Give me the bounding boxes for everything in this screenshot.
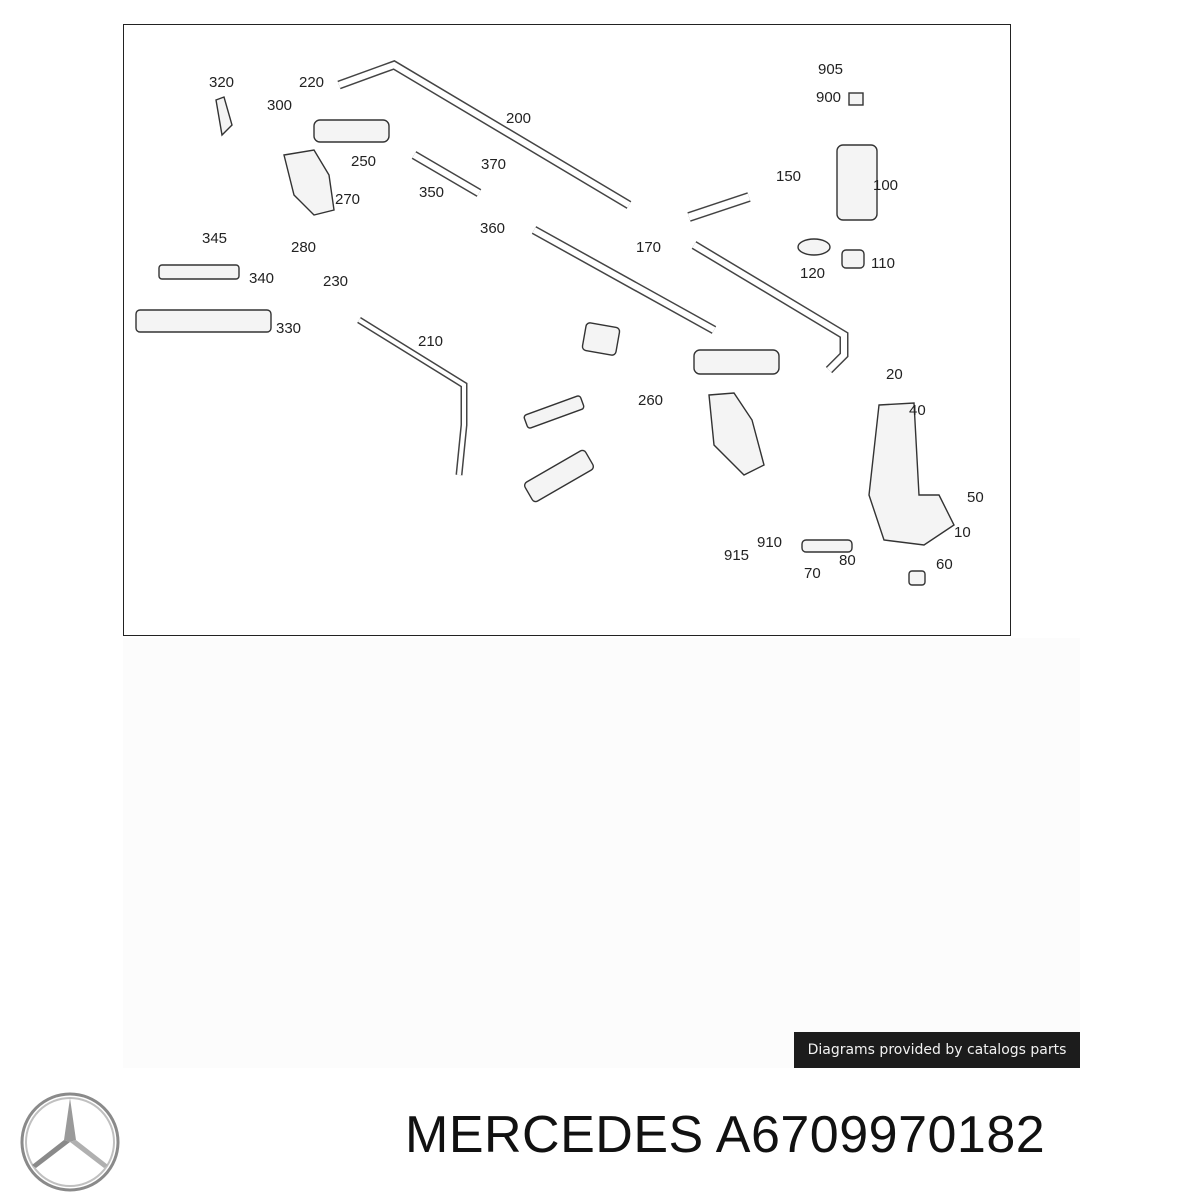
part-label: 40 (909, 402, 926, 419)
cover-320-top (215, 96, 233, 137)
bracket-270-top (283, 149, 335, 216)
pump-70 (801, 539, 853, 553)
part-label: 200 (506, 110, 531, 127)
part-label: 340 (249, 270, 274, 287)
part-label: 270 (335, 191, 360, 208)
part-label: 120 (800, 265, 825, 282)
cylinder-330-left (135, 309, 272, 333)
part-label: 300 (267, 97, 292, 114)
part-label: 80 (839, 552, 856, 569)
part-number-title: MERCEDES A6709970182 (405, 1106, 1046, 1164)
grommet-60 (908, 570, 926, 586)
washer-nozzle-250-bottom (693, 349, 780, 375)
part-label: 260 (638, 392, 663, 409)
part-label: 330 (276, 320, 301, 337)
washer-pump-100 (836, 144, 878, 221)
credit-banner: Diagrams provided by catalogs parts (794, 1032, 1080, 1068)
part-label: 220 (299, 74, 324, 91)
part-label: 350 (419, 184, 444, 201)
blank-area (123, 638, 1080, 1068)
part-label: 345 (202, 230, 227, 247)
part-label: 210 (418, 333, 443, 350)
washer-nozzle-250-top (313, 119, 390, 143)
part-label: 915 (724, 547, 749, 564)
part-label: 70 (804, 565, 821, 582)
part-label: 360 (480, 220, 505, 237)
part-label: 250 (351, 153, 376, 170)
cylinder-330-bottom (523, 449, 595, 503)
part-label: 370 (481, 156, 506, 173)
bracket-340-left (158, 264, 240, 280)
mercedes-star-logo-icon (20, 1092, 120, 1192)
part-label: 20 (886, 366, 903, 383)
part-label: 150 (776, 168, 801, 185)
part-label: 230 (323, 273, 348, 290)
grommet-110 (841, 249, 865, 269)
diagram-drawing: 320 300 220 200 250 370 270 350 360 345 … (135, 60, 984, 586)
cover-320-bottom (581, 322, 621, 356)
part-label: 320 (209, 74, 234, 91)
grommet-120 (797, 238, 831, 256)
part-label: 900 (816, 89, 841, 106)
connector-900 (848, 92, 864, 106)
part-label: 100 (873, 177, 898, 194)
part-label: 170 (636, 239, 661, 256)
part-label: 110 (871, 255, 895, 272)
part-label: 50 (967, 489, 984, 506)
bracket-340-bottom (523, 395, 585, 429)
part-label: 905 (818, 61, 843, 78)
part-label: 910 (757, 534, 782, 551)
part-label: 10 (954, 524, 971, 541)
part-label: 280 (291, 239, 316, 256)
bracket-270-bottom (708, 392, 765, 476)
part-label: 60 (936, 556, 953, 573)
reservoir-10 (868, 402, 955, 546)
parts-diagram: 320 300 220 200 250 370 270 350 360 345 … (123, 24, 1011, 636)
